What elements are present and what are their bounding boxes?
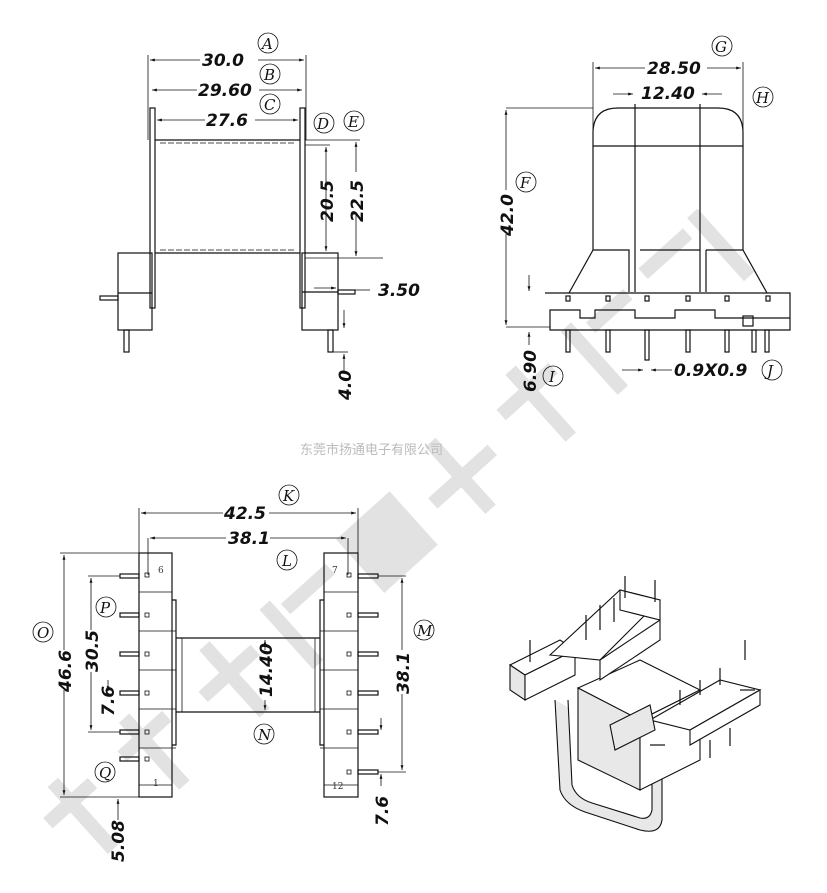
dim-f-value: 42.0 xyxy=(498,194,518,237)
label-l: L xyxy=(281,552,292,570)
bottom-pins xyxy=(119,572,379,775)
dim-l-value: 38.1 xyxy=(228,529,270,549)
dim-d-value: 20.5 xyxy=(318,180,338,222)
label-b: B xyxy=(263,66,275,84)
label-p: P xyxy=(99,599,111,617)
pin-number-6: 6 xyxy=(158,566,164,576)
dim-n-value: 14.40 xyxy=(257,643,277,697)
dim-c-value: 27.6 xyxy=(206,111,248,131)
label-j: J xyxy=(764,362,774,380)
bottom-view: 42.5 K 38.1 L 6 xyxy=(32,484,435,862)
dim-a-value: 30.0 xyxy=(202,51,244,71)
dim-m-value: 38.1 xyxy=(394,652,414,694)
dim-pitch-left: 7.6 xyxy=(99,686,119,716)
dim-pitch-right: 7.6 xyxy=(373,796,393,826)
label-d: D xyxy=(316,115,329,133)
isometric-view xyxy=(508,576,762,832)
label-g: G xyxy=(715,38,727,56)
pin-number-1: 1 xyxy=(153,779,159,789)
dim-q-value: 5.08 xyxy=(109,820,129,862)
dim-p-value: 30.5 xyxy=(83,630,103,672)
dim-i-value: 6.90 xyxy=(521,350,541,392)
label-h: H xyxy=(755,89,770,107)
label-c: C xyxy=(264,96,276,114)
side-pins xyxy=(565,295,771,361)
label-m: M xyxy=(416,622,433,640)
dim-h-value: 12.40 xyxy=(641,84,695,104)
dim-pin-offset: 3.50 xyxy=(378,281,420,301)
label-a: A xyxy=(260,35,273,53)
pin-number-7: 7 xyxy=(332,566,338,576)
pin-number-12: 12 xyxy=(332,782,343,792)
watermark-small: 东莞市扬通电子有限公司 xyxy=(300,442,443,458)
dim-b-value: 29.60 xyxy=(198,81,252,101)
front-view: 30.0 A 29.60 B 27.6 C D E 20.5 22.5 xyxy=(99,32,420,401)
side-view: 28.50 G 12.40 H 42.0 F xyxy=(496,35,791,392)
dim-j-value: 0.9X0.9 xyxy=(674,361,748,381)
label-q: Q xyxy=(99,764,111,782)
dim-pin-length: 4.0 xyxy=(336,370,356,401)
label-f: F xyxy=(519,174,531,192)
dim-e-value: 22.5 xyxy=(348,180,368,222)
label-e: E xyxy=(347,113,359,131)
dim-k-value: 42.5 xyxy=(223,504,266,524)
label-i: I xyxy=(548,368,556,386)
label-o: O xyxy=(37,624,49,642)
dim-o-value: 46.6 xyxy=(56,650,76,693)
watermark-large xyxy=(43,208,755,854)
dim-g-value: 28.50 xyxy=(647,59,701,79)
label-n: N xyxy=(257,726,272,744)
label-k: K xyxy=(282,487,295,505)
